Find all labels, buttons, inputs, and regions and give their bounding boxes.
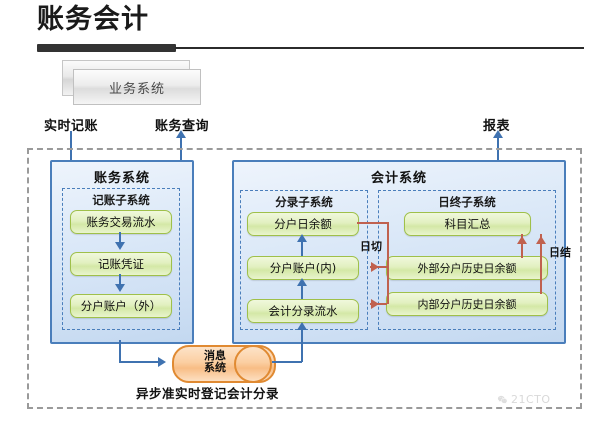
node-sub-account-internal[interactable]: 分户账户(内)	[247, 256, 359, 280]
message-system-label-line2: 系统	[204, 361, 226, 374]
watermark-text: 21CTO	[511, 393, 551, 406]
arrow-account-query-up	[176, 130, 186, 138]
label-day-close: 日结	[549, 246, 571, 259]
outer-dashed-boundary	[27, 148, 582, 409]
business-system-box[interactable]: 业务系统	[73, 69, 201, 105]
connector-report	[497, 135, 499, 160]
arrow-msg-to-entry-up	[297, 322, 307, 330]
panel-ledger-system-title: 账务系统	[93, 171, 150, 186]
label-day-cut: 日切	[360, 240, 382, 253]
arrow-dayclose-external-up	[517, 236, 527, 244]
node-sub-account-external[interactable]: 分户账户（外）	[70, 294, 172, 318]
connector-ledger-1	[119, 232, 121, 244]
connector-entry-2	[301, 285, 303, 299]
title-underline-thin	[175, 47, 584, 49]
node-sub-account-daily-balance[interactable]: 分户日余额	[247, 212, 359, 236]
arrow-ledger-2-down	[115, 284, 125, 292]
node-external-history-daily-balance[interactable]: 外部分户历史日余额	[386, 256, 548, 280]
message-system-label: 消息 系统	[172, 345, 258, 379]
connector-entry-1	[301, 241, 303, 256]
node-internal-history-daily-balance[interactable]: 内部分户历史日余额	[386, 292, 548, 316]
arrow-report-up	[493, 130, 503, 138]
arrow-ledger-1-down	[115, 242, 125, 250]
message-system-label-line1: 消息	[204, 349, 226, 362]
connector-dayclose-external	[521, 234, 523, 258]
connector-ledger-to-msg-h	[119, 361, 159, 363]
arrow-daycut-internal	[371, 299, 379, 309]
message-system-cylinder-cap	[234, 345, 272, 383]
subsystem-end-of-day-title: 日终子系统	[438, 195, 496, 209]
connector-daycut-h1	[357, 222, 389, 224]
subsystem-entry-title: 分录子系统	[275, 195, 333, 209]
connector-msg-to-entry-h	[272, 361, 302, 363]
wechat-icon	[497, 395, 507, 404]
watermark: 21CTO	[497, 393, 551, 406]
panel-accounting-system-title: 会计系统	[370, 171, 427, 186]
label-realtime-posting: 实时记账	[44, 119, 99, 134]
connector-account-query	[180, 135, 182, 160]
business-system-label: 业务系统	[108, 81, 165, 97]
arrow-to-message-system	[158, 357, 166, 367]
node-accounting-entry-flow[interactable]: 会计分录流水	[247, 299, 359, 323]
arrow-daycut-external	[371, 262, 379, 272]
subsystem-end-of-day: 日终子系统	[378, 190, 556, 330]
connector-dayclose-internal	[540, 234, 542, 294]
message-system-caption: 异步准实时登记会计分录	[136, 386, 280, 401]
subsystem-bookkeeping-title: 记账子系统	[92, 193, 150, 207]
connector-ledger-to-msg-v	[119, 340, 121, 362]
page-title: 账务会计	[37, 4, 149, 35]
subsystem-bookkeeping: 记账子系统	[62, 188, 180, 330]
node-bookkeeping-voucher[interactable]: 记账凭证	[70, 252, 172, 276]
arrow-entry-2-up	[297, 278, 307, 286]
node-transaction-flow[interactable]: 账务交易流水	[70, 210, 172, 234]
title-underline-thick	[37, 44, 176, 52]
node-subject-summary[interactable]: 科目汇总	[404, 212, 531, 236]
connector-ledger-2	[119, 274, 121, 286]
connector-daycut-trunk	[387, 222, 389, 304]
arrow-dayclose-internal-up	[536, 236, 546, 244]
connector-msg-to-entry-v	[301, 330, 303, 362]
label-account-query: 账务查询	[155, 119, 210, 134]
arrow-entry-1-up	[297, 234, 307, 242]
